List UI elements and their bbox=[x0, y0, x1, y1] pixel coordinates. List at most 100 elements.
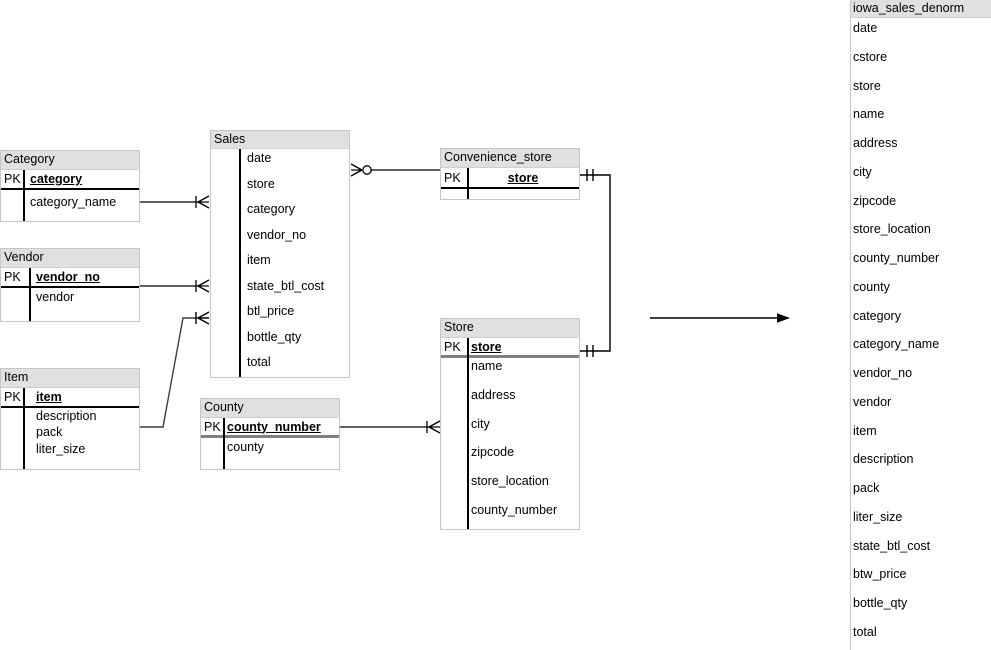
pk-column-divider bbox=[467, 338, 469, 529]
relationship-sales-convenience-store[interactable] bbox=[350, 163, 440, 177]
relationship-convenience-store-store[interactable] bbox=[580, 169, 611, 357]
denorm-panel-title: iowa_sales_denorm bbox=[851, 0, 991, 18]
pk-label: PK bbox=[4, 390, 21, 404]
pk-row: PK county_number bbox=[201, 418, 339, 435]
field-list: county bbox=[201, 438, 339, 468]
pk-column-divider bbox=[223, 418, 225, 469]
entity-table-vendor[interactable]: Vendor PK vendor_no vendor bbox=[0, 248, 140, 322]
field-row: total bbox=[247, 355, 271, 370]
relationship-item-sales[interactable] bbox=[140, 311, 210, 428]
pk-field-name: county_number bbox=[227, 419, 321, 434]
relationship-category-sales[interactable] bbox=[140, 195, 210, 209]
entity-body: PK category category_name bbox=[1, 170, 139, 220]
field-row: vendor bbox=[36, 290, 75, 304]
pk-field-name: vendor_no bbox=[36, 270, 100, 284]
pk-column-divider bbox=[467, 168, 469, 199]
pk-column-divider bbox=[23, 170, 25, 221]
entity-title: Sales bbox=[211, 131, 349, 149]
field-row: description bbox=[853, 452, 914, 467]
field-row: item bbox=[853, 423, 877, 438]
field-row: bottle_qty bbox=[247, 329, 302, 344]
pk-column-divider bbox=[239, 149, 241, 377]
field-row: county_number bbox=[471, 502, 558, 517]
field-row: store bbox=[853, 78, 881, 93]
entity-title: Store bbox=[441, 319, 579, 338]
entity-title: Item bbox=[1, 369, 139, 388]
relationship-vendor-sales[interactable] bbox=[140, 279, 210, 293]
field-row: store_location bbox=[853, 222, 931, 237]
field-row: zipcode bbox=[853, 193, 897, 208]
field-row: pack bbox=[853, 481, 880, 495]
field-row: address bbox=[471, 387, 516, 402]
entity-title: Vendor bbox=[1, 249, 139, 268]
pk-divider-line bbox=[1, 406, 139, 408]
entity-table-convenience-store[interactable]: Convenience_store PK store bbox=[440, 148, 580, 200]
pk-row: PK store bbox=[441, 338, 579, 355]
field-row: state_btl_cost bbox=[853, 538, 931, 553]
entity-title: County bbox=[201, 399, 339, 418]
field-row: store bbox=[247, 176, 275, 191]
entity-body: PK vendor_no vendor bbox=[1, 268, 139, 318]
relationship-county-store[interactable] bbox=[340, 420, 441, 434]
pk-field-name: item bbox=[36, 390, 62, 404]
field-row: address bbox=[853, 136, 898, 150]
field-row: description bbox=[36, 409, 97, 423]
entity-body: PK store bbox=[441, 168, 579, 189]
pk-divider-line bbox=[441, 187, 579, 189]
field-row: county bbox=[227, 440, 264, 454]
pk-label: PK bbox=[444, 170, 461, 185]
field-row: vendor_no bbox=[853, 366, 913, 380]
field-row: cstore bbox=[853, 49, 888, 64]
pk-divider-line bbox=[201, 435, 339, 438]
pk-label: PK bbox=[4, 270, 21, 284]
field-row: county_number bbox=[853, 251, 940, 265]
field-row: vendor bbox=[853, 394, 892, 409]
pk-field-name: category bbox=[30, 172, 83, 186]
entity-title: Category bbox=[1, 151, 139, 170]
pk-divider-line bbox=[441, 355, 579, 358]
field-row: city bbox=[853, 164, 872, 179]
pk-label: PK bbox=[4, 172, 21, 186]
field-row: category bbox=[247, 202, 295, 217]
field-row: btl_price bbox=[247, 304, 295, 319]
entity-table-store[interactable]: Store PK store name address city zipcode sto… bbox=[440, 318, 580, 530]
field-row: state_btl_cost bbox=[247, 278, 325, 293]
field-row: liter_size bbox=[36, 441, 86, 456]
field-row: city bbox=[471, 416, 490, 431]
entity-body: PK county_number county bbox=[201, 418, 339, 468]
denormalization-arrow[interactable] bbox=[650, 313, 790, 323]
entity-table-category[interactable]: Category PK category category_name bbox=[0, 150, 140, 222]
pk-row: PK vendor_no bbox=[1, 268, 139, 286]
field-row: vendor_no bbox=[247, 227, 307, 242]
pk-row: PK store bbox=[441, 168, 579, 187]
field-row: liter_size bbox=[853, 509, 903, 524]
field-row: zipcode bbox=[471, 445, 515, 460]
entity-body: PK store name address city zipcode store_loc… bbox=[441, 338, 579, 531]
pk-label: PK bbox=[204, 419, 221, 434]
field-row: name bbox=[853, 107, 885, 122]
pk-column-divider bbox=[23, 388, 25, 469]
pk-field-name: store bbox=[471, 339, 502, 354]
pk-field-name: store bbox=[507, 170, 539, 185]
entity-title: Convenience_store bbox=[441, 149, 579, 168]
field-row: store_location bbox=[471, 474, 549, 489]
field-row: date bbox=[247, 151, 272, 165]
field-row: category_name bbox=[853, 337, 940, 352]
field-row: item bbox=[247, 253, 271, 268]
field-list: category_name bbox=[1, 190, 139, 220]
entity-table-county[interactable]: County PK county_number county bbox=[200, 398, 340, 470]
pk-label: PK bbox=[444, 339, 461, 354]
pk-row: PK item bbox=[1, 388, 139, 406]
pk-row: PK category bbox=[1, 170, 139, 188]
field-row: btw_price bbox=[853, 567, 907, 582]
field-row: name bbox=[471, 359, 503, 373]
